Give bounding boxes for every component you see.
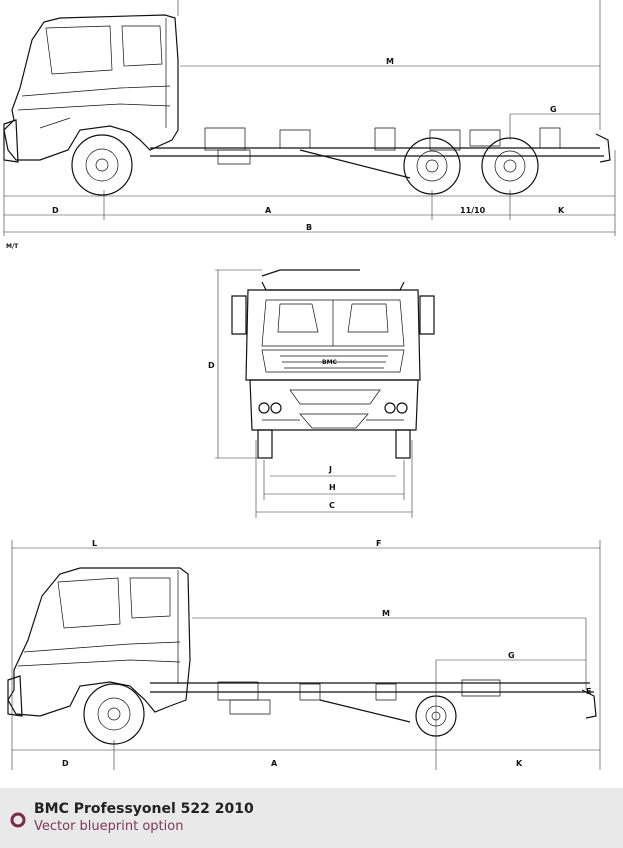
corner-mark: M/T — [6, 243, 19, 250]
caption-subtitle: Vector blueprint option — [34, 819, 184, 834]
dim-label-d-top: D — [52, 206, 59, 215]
dim-label-j-front: J — [328, 465, 332, 474]
side-view-top — [3, 0, 616, 236]
dim-label-e-bottom: E — [586, 687, 591, 696]
dim-label-m-top: M — [386, 57, 394, 66]
dim-label-f-bottom: F — [376, 539, 381, 548]
dim-label-k-top: K — [558, 206, 565, 215]
dim-label-a-top: A — [265, 206, 272, 215]
dim-label-h-front: H — [329, 483, 336, 492]
dim-label-m-bottom: M — [382, 609, 390, 618]
dim-label-c-front: C — [329, 501, 335, 510]
front-view — [215, 269, 435, 518]
circle-bullet-icon — [10, 812, 26, 828]
dim-label-k-bottom: K — [516, 759, 523, 768]
front-wheel-top — [71, 134, 133, 196]
rear-wheel-1-top — [403, 137, 461, 195]
dim-label-d-bottom: D — [62, 759, 69, 768]
dim-label-split-top: 11/10 — [460, 206, 486, 215]
rear-wheel-2-top — [481, 137, 539, 195]
dim-label-a-bottom: A — [271, 759, 278, 768]
dim-label-g-bottom: G — [508, 651, 515, 660]
blueprint-drawing: D A 11/10 K B M G M/T — [3, 0, 616, 770]
dim-label-b-top: B — [306, 223, 312, 232]
front-wheel-bottom — [83, 683, 145, 745]
front-grille-logo: BMC — [322, 359, 338, 366]
dim-label-height-front: D — [208, 361, 215, 370]
dim-label-l-bottom: L — [92, 539, 97, 548]
caption-title: BMC Professyonel 522 2010 — [34, 801, 254, 817]
blueprint-canvas: D A 11/10 K B M G M/T — [3, 0, 616, 770]
side-view-bottom — [7, 540, 601, 770]
dim-label-g-top: G — [550, 105, 557, 114]
caption-bar — [0, 788, 623, 848]
